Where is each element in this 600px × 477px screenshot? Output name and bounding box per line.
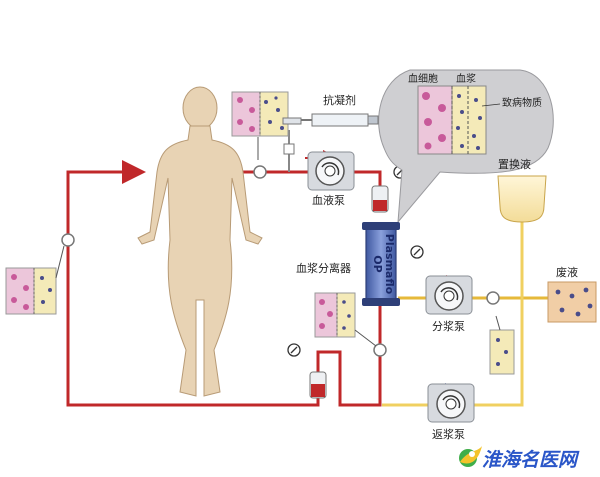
- pointer-line: [495, 315, 501, 331]
- label-blood-cells: 血细胞: [408, 72, 438, 85]
- magnified-callout: [378, 69, 554, 224]
- blood-sample-panel: [5, 267, 57, 315]
- pointer-line: [55, 245, 65, 279]
- filter-brand-line1: Plasmaflo: [383, 234, 396, 295]
- drip-chamber-icon: [309, 371, 327, 399]
- gauge-icon: [410, 245, 424, 259]
- sensor-icon: [253, 165, 267, 179]
- label-return-pump: 返浆泵: [432, 427, 465, 441]
- watermark-logo: [459, 446, 482, 467]
- syringe-icon: [282, 113, 379, 155]
- drip-chamber-icon: [371, 185, 389, 213]
- blood-pump-icon: [307, 151, 355, 191]
- label-blood-pump: 血液泵: [312, 193, 345, 207]
- human-figure: [137, 86, 263, 397]
- watermark-text: 淮海名医网: [482, 449, 580, 471]
- label-replacement-fluid: 置换液: [498, 157, 531, 171]
- blood-sample-panel: [231, 91, 289, 137]
- return-pump-icon: [427, 383, 475, 423]
- sensor-icon: [373, 343, 387, 357]
- replacement-fluid-bag: [497, 175, 547, 223]
- label-anticoagulant: 抗凝剂: [323, 93, 356, 107]
- label-plasma: 血浆: [456, 72, 476, 85]
- pointer-line: [354, 329, 377, 347]
- waste-sample-panel: [547, 281, 597, 323]
- plasma-separator-filter: Plasmaflo OP: [362, 222, 400, 306]
- label-pathogenic: 致病物质: [502, 96, 542, 109]
- venous-return-line: [66, 170, 382, 407]
- sensor-icon: [61, 233, 75, 247]
- label-separation-pump: 分浆泵: [432, 319, 465, 333]
- plasma-sample-panel: [489, 329, 515, 375]
- separation-pump-icon: [425, 275, 473, 315]
- label-waste-fluid: 废液: [556, 265, 578, 279]
- label-plasma-separator: 血浆分离器: [296, 261, 351, 275]
- sensor-icon: [486, 291, 500, 305]
- filter-brand-line2: OP: [371, 255, 384, 272]
- blood-sample-panel: [314, 292, 356, 338]
- gauge-icon: [287, 343, 301, 357]
